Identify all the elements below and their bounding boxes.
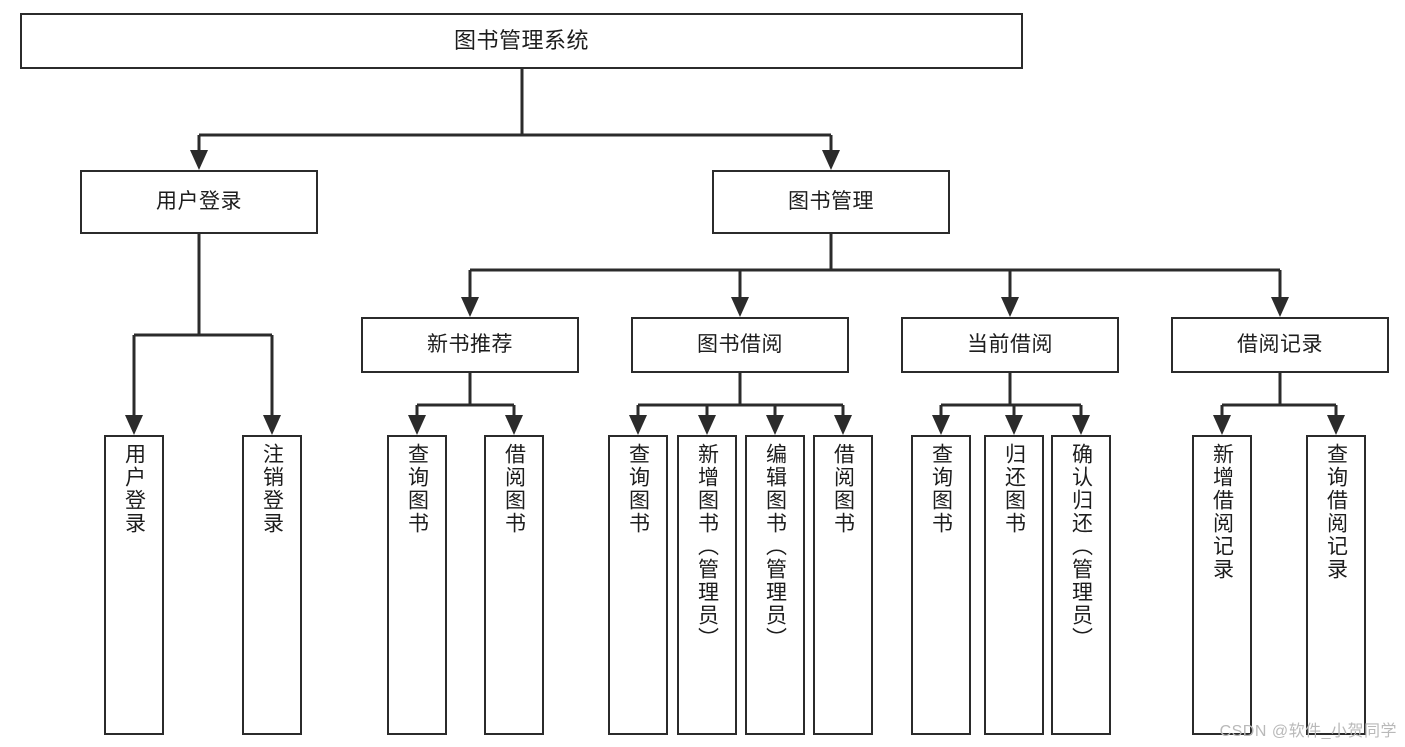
- node-edit-book[interactable]: 编辑图书（管理员）: [745, 435, 805, 735]
- node-query-record[interactable]: 查询借阅记录: [1306, 435, 1366, 735]
- node-user-login-label: 用户登录: [156, 189, 242, 213]
- arrowhead-group-1-3: [834, 415, 852, 435]
- arrowhead-login-1: [263, 415, 281, 435]
- arrowhead-group-1-0: [629, 415, 647, 435]
- node-confirm-return-label: 确认归还（管理员）: [1069, 443, 1093, 650]
- arrowhead-manage-3: [1271, 297, 1289, 317]
- arrowhead-root-1: [822, 150, 840, 170]
- arrowhead-group-2-2: [1072, 415, 1090, 435]
- node-return-book[interactable]: 归还图书: [984, 435, 1044, 735]
- arrowhead-group-1-1: [698, 415, 716, 435]
- node-book-manage-label: 图书管理: [788, 189, 874, 213]
- node-borrow-book-1[interactable]: 借阅图书: [484, 435, 544, 735]
- arrowhead-group-3-0: [1213, 415, 1231, 435]
- node-user-login[interactable]: 用户登录: [104, 435, 164, 735]
- arrowhead-manage-2: [1001, 297, 1019, 317]
- arrowhead-manage-1: [731, 297, 749, 317]
- node-book-borrow-label: 图书借阅: [697, 332, 783, 356]
- node-borrow-book-1-label: 借阅图书: [502, 443, 526, 535]
- node-new-book-recommend[interactable]: 新书推荐: [361, 317, 579, 373]
- arrowhead-group-3-1: [1327, 415, 1345, 435]
- arrowhead-group-2-1: [1005, 415, 1023, 435]
- node-user-logout[interactable]: 注销登录: [242, 435, 302, 735]
- node-borrow-book-2[interactable]: 借阅图书: [813, 435, 873, 735]
- node-query-book-1[interactable]: 查询图书: [387, 435, 447, 735]
- node-edit-book-label: 编辑图书（管理员）: [763, 443, 787, 650]
- node-current-borrow[interactable]: 当前借阅: [901, 317, 1119, 373]
- arrowhead-group-1-2: [766, 415, 784, 435]
- node-borrow-book-2-label: 借阅图书: [831, 443, 855, 535]
- node-root-label: 图书管理系统: [453, 28, 589, 54]
- node-book-borrow[interactable]: 图书借阅: [631, 317, 849, 373]
- node-query-book-1-label: 查询图书: [405, 443, 429, 535]
- node-return-book-label: 归还图书: [1002, 443, 1026, 535]
- arrowhead-manage-0: [461, 297, 479, 317]
- node-add-book-label: 新增图书（管理员）: [695, 443, 719, 650]
- node-query-book-3[interactable]: 查询图书: [911, 435, 971, 735]
- node-query-book-2-label: 查询图书: [626, 443, 650, 535]
- node-add-record[interactable]: 新增借阅记录: [1192, 435, 1252, 735]
- node-add-book[interactable]: 新增图书（管理员）: [677, 435, 737, 735]
- arrowhead-login-0: [125, 415, 143, 435]
- node-query-record-label: 查询借阅记录: [1324, 443, 1348, 581]
- node-root[interactable]: 图书管理系统: [20, 13, 1023, 69]
- node-current-borrow-label: 当前借阅: [967, 332, 1053, 356]
- node-new-book-recommend-label: 新书推荐: [427, 332, 513, 356]
- arrowhead-group-0-1: [505, 415, 523, 435]
- arrowhead-group-0-0: [408, 415, 426, 435]
- node-query-book-3-label: 查询图书: [929, 443, 953, 535]
- node-book-manage[interactable]: 图书管理: [712, 170, 950, 234]
- node-confirm-return[interactable]: 确认归还（管理员）: [1051, 435, 1111, 735]
- node-add-record-label: 新增借阅记录: [1210, 443, 1234, 581]
- node-user-login[interactable]: 用户登录: [80, 170, 318, 234]
- arrowhead-root-0: [190, 150, 208, 170]
- node-borrow-record-label: 借阅记录: [1237, 332, 1323, 356]
- arrowhead-group-2-0: [932, 415, 950, 435]
- node-borrow-record[interactable]: 借阅记录: [1171, 317, 1389, 373]
- node-query-book-2[interactable]: 查询图书: [608, 435, 668, 735]
- node-user-logout-label: 注销登录: [260, 443, 284, 535]
- node-user-login-label: 用户登录: [122, 443, 146, 535]
- watermark-text: CSDN @软件_小贺同学: [1219, 723, 1397, 740]
